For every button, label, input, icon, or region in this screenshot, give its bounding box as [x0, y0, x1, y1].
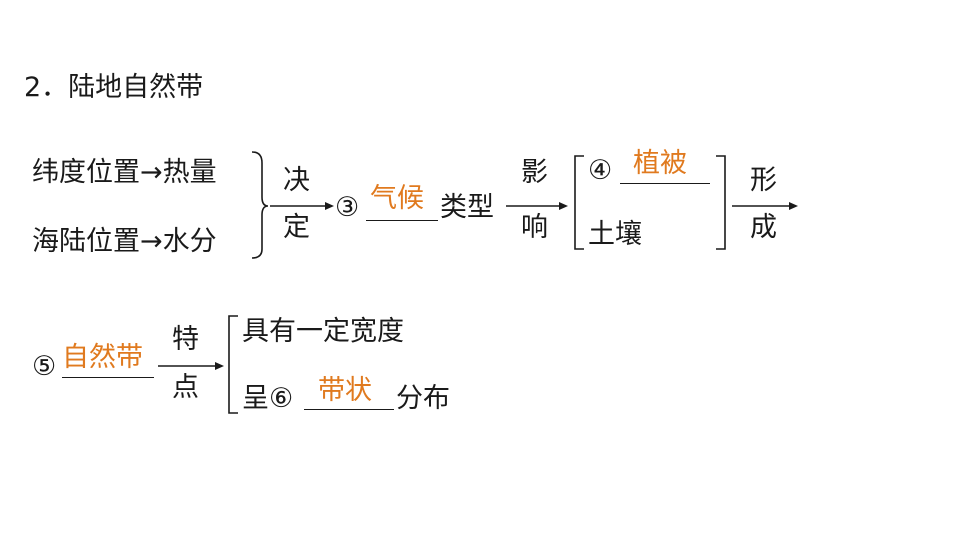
- blank3-underline: [366, 220, 438, 221]
- arrow3-head: [789, 202, 798, 210]
- arrow1-label-bottom: 定: [283, 212, 310, 243]
- land-sea-water-text: 海陆位置→水分: [32, 226, 217, 257]
- curly-brace: [251, 151, 269, 259]
- left-bracket: [574, 155, 584, 250]
- soil-text: 土壤: [588, 219, 642, 250]
- arrow4-head: [215, 362, 224, 370]
- blank6-underline: [304, 409, 394, 410]
- arrow2-label-bottom: 响: [521, 212, 548, 243]
- blank6-answer: 带状: [318, 375, 372, 406]
- blank5-answer: 自然带: [62, 342, 143, 373]
- blank4-marker: ④: [588, 155, 613, 186]
- blank3-marker: ③: [335, 192, 360, 223]
- right-bracket: [716, 155, 726, 250]
- blank4-underline: [620, 183, 710, 184]
- arrow2-head: [559, 202, 568, 210]
- blank5-marker: ⑤: [32, 351, 57, 382]
- feature-distribution-suffix: 分布: [396, 383, 450, 414]
- arrow3-label-bottom: 成: [750, 212, 777, 243]
- arrow4-label-bottom: 点: [172, 372, 199, 403]
- feature-bracket: [228, 315, 238, 414]
- climate-type-text: 类型: [440, 192, 494, 223]
- arrow4-label-top: 特: [172, 324, 199, 355]
- blank5-underline: [62, 377, 154, 378]
- arrow1-label-top: 决: [283, 165, 310, 196]
- feature-width-text: 具有一定宽度: [242, 316, 404, 347]
- section-heading: 2．陆地自然带: [24, 72, 204, 103]
- blank4-answer: 植被: [633, 148, 687, 179]
- arrow3-label-top: 形: [750, 165, 777, 196]
- latitude-heat-text: 纬度位置→热量: [32, 157, 217, 188]
- blank3-answer: 气候: [370, 183, 424, 214]
- arrow1-head: [325, 202, 334, 210]
- feature-distribution-prefix: 呈⑥: [242, 383, 294, 414]
- arrow2-label-top: 影: [521, 157, 548, 188]
